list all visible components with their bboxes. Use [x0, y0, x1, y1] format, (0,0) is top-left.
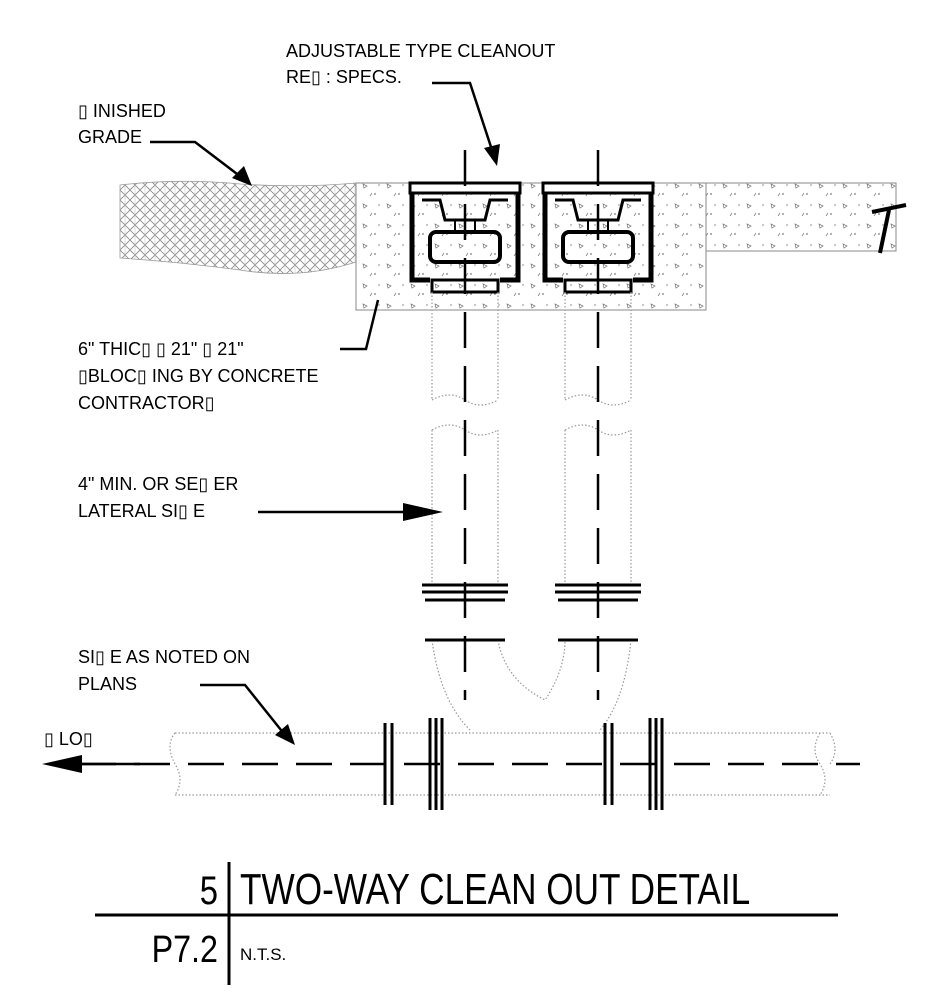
sheet-number: P7.2: [152, 929, 218, 971]
finished-grade-soil: [119, 180, 357, 274]
leader-arrowheads: [232, 144, 500, 745]
riser-couplings: [422, 583, 641, 642]
lateral-label-line2: LATERAL SI▯ E: [78, 501, 205, 521]
concrete-slab: [705, 182, 897, 252]
detail-number: 5: [200, 868, 218, 913]
size-label-line2: PLANS: [78, 674, 137, 694]
scale-note: N.T.S.: [240, 945, 286, 964]
title-block: 5 TWO-WAY CLEAN OUT DETAIL P7.2 N.T.S.: [95, 862, 838, 985]
flow-label: ▯ LO▯: [44, 729, 93, 749]
block-label-line2: ▯BLOC▯ ING BY CONCRETE: [78, 366, 319, 386]
sewer-lateral: [80, 718, 860, 810]
riser-pipes: [431, 292, 632, 731]
block-label-line1: 6" THIC▯ ▯ 21" ▯ 21": [78, 339, 244, 359]
cleanout-label-line2: RE▯ : SPECS.: [286, 67, 402, 87]
grade-label-line2: GRADE: [78, 127, 142, 147]
flow-arrow: [42, 755, 140, 773]
riser-center-lines: [463, 150, 600, 700]
detail-title: TWO-WAY CLEAN OUT DETAIL: [240, 865, 750, 914]
slab-break-symbol: [871, 203, 907, 254]
block-label-line3: CONTRACTOR▯: [78, 393, 215, 413]
size-label-line1: SI▯ E AS NOTED ON: [78, 647, 250, 667]
cleanout-label-line1: ADJUSTABLE TYPE CLEANOUT: [286, 41, 555, 61]
lateral-label-line1: 4" MIN. OR SE▯ ER: [78, 474, 238, 494]
leader-lines: [150, 81, 494, 736]
grade-label-line1: ▯ INISHED: [78, 101, 166, 121]
